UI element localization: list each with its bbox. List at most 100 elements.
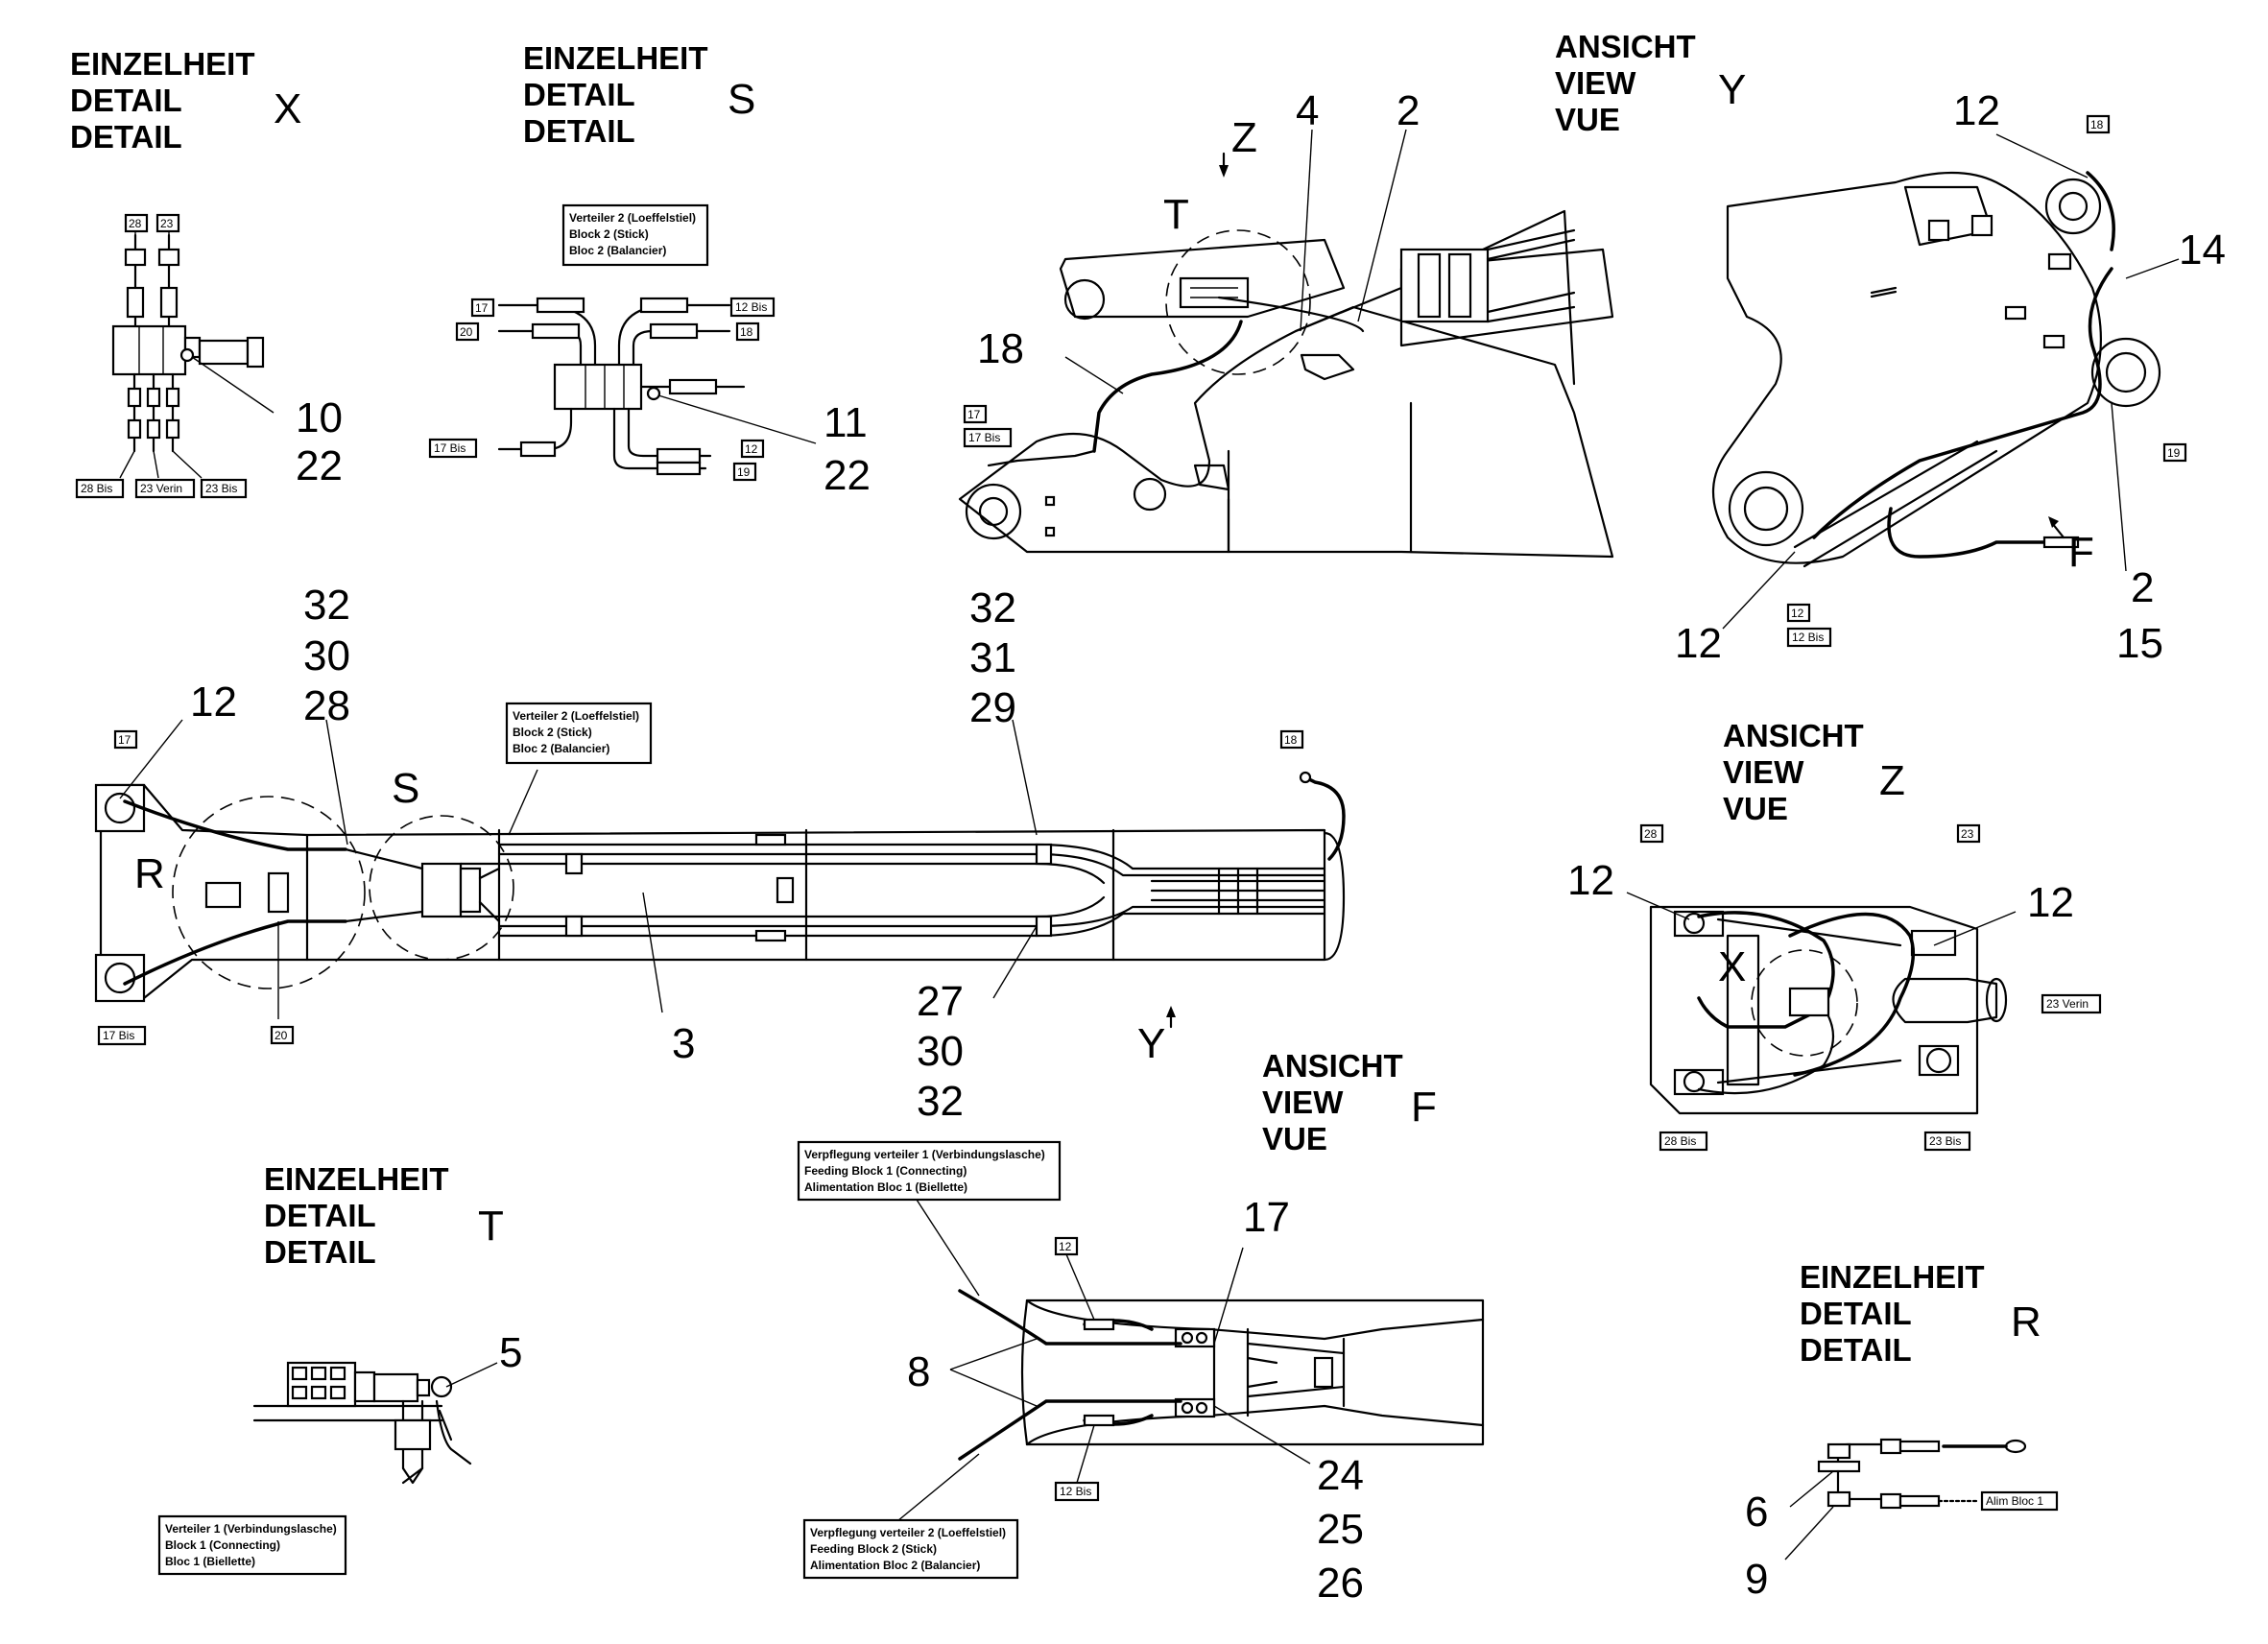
detail-t-title-3: DETAIL <box>264 1234 376 1270</box>
callout-s-11: 11 <box>824 399 868 446</box>
tag-m-17: 17 <box>113 729 138 750</box>
svg-text:Bloc 2 (Balancier): Bloc 2 (Balancier) <box>513 742 609 755</box>
tag-s-18: 18 <box>735 322 760 342</box>
tag-y-12: 12 <box>1786 603 1811 623</box>
marker-f-arrow: F <box>2068 529 2094 576</box>
callout-m-30a: 30 <box>303 632 350 679</box>
detail-r-letter: R <box>2011 1299 2041 1346</box>
detail-t-view: EINZELHEIT DETAIL DETAIL T 5 <box>157 1161 522 1576</box>
svg-text:12: 12 <box>1791 607 1804 620</box>
callout-f-26: 26 <box>1317 1560 1364 1607</box>
callout-y-14: 14 <box>2179 226 2226 274</box>
svg-text:Bloc 1 (Biellette): Bloc 1 (Biellette) <box>165 1555 255 1568</box>
tag-x-23verin: 23 Verin <box>134 478 196 499</box>
marker-y-arrow: Y <box>1137 1020 1165 1067</box>
svg-text:19: 19 <box>2167 446 2181 460</box>
svg-text:23: 23 <box>1961 827 1974 841</box>
svg-text:28 Bis: 28 Bis <box>81 482 112 495</box>
view-y-linkage <box>1712 171 2161 568</box>
svg-text:12 Bis: 12 Bis <box>1792 631 1824 644</box>
detail-s-title-1: EINZELHEIT <box>523 40 708 76</box>
detail-x-letter: X <box>274 85 301 132</box>
view-z: ANSICHT VIEW VUE Z X 12 12 <box>1567 718 2102 1152</box>
tag-y-19: 19 <box>2162 442 2187 463</box>
detail-x-title-1: EINZELHEIT <box>70 46 255 82</box>
callout-r-9: 9 <box>1745 1556 1768 1603</box>
tag-f-12: 12 <box>1054 1236 1079 1256</box>
svg-text:Verteiler 1 (Verbindungslasche: Verteiler 1 (Verbindungslasche) <box>165 1522 337 1536</box>
tag-z-23verin: 23 Verin <box>2041 993 2102 1014</box>
tag-s-12bis: 12 Bis <box>729 297 776 318</box>
svg-text:18: 18 <box>1284 733 1298 747</box>
tag-x-28bis: 28 Bis <box>75 478 125 499</box>
callout-m-29: 29 <box>969 684 1016 731</box>
note-t-block: Verteiler 1 (Verbindungslasche) Block 1 … <box>157 1514 347 1576</box>
detail-x-title-3: DETAIL <box>70 119 182 155</box>
detail-r-view: EINZELHEIT DETAIL DETAIL R 6 9 Alim Bloc… <box>1745 1259 2059 1603</box>
svg-text:17: 17 <box>118 733 131 747</box>
svg-text:23 Bis: 23 Bis <box>1929 1134 1961 1148</box>
svg-text:Bloc 2 (Balancier): Bloc 2 (Balancier) <box>569 244 666 257</box>
svg-text:20: 20 <box>275 1029 288 1042</box>
callout-top-18: 18 <box>977 325 1024 372</box>
detail-x-view: EINZELHEIT DETAIL DETAIL X <box>70 46 343 499</box>
callout-f-25: 25 <box>1317 1506 1364 1553</box>
callout-t-5: 5 <box>499 1329 522 1376</box>
view-f: ANSICHT VIEW VUE F Verpflegung verteiler… <box>797 1048 1485 1607</box>
callout-x-22: 22 <box>296 442 343 489</box>
view-z-letter: Z <box>1879 757 1905 804</box>
tag-z-28bis: 28 Bis <box>1659 1131 1708 1152</box>
detail-s-view: EINZELHEIT DETAIL DETAIL S Verteiler 2 (… <box>428 40 871 499</box>
svg-text:18: 18 <box>740 325 753 339</box>
view-f-title-1: ANSICHT <box>1262 1048 1403 1084</box>
svg-text:17 Bis: 17 Bis <box>968 431 1000 444</box>
svg-text:Verpflegung verteiler 2 (Loeff: Verpflegung verteiler 2 (Loeffelstiel) <box>810 1526 1006 1539</box>
detail-x-valve-block <box>111 230 275 479</box>
svg-text:23 Bis: 23 Bis <box>205 482 237 495</box>
view-y-letter: Y <box>1718 66 1746 113</box>
view-z-title-2: VIEW <box>1723 754 1804 790</box>
callout-m-32a: 32 <box>303 582 350 629</box>
svg-text:Verteiler 2 (Loeffelstiel): Verteiler 2 (Loeffelstiel) <box>513 709 639 723</box>
detail-s-title-2: DETAIL <box>523 77 635 112</box>
svg-text:23 Verin: 23 Verin <box>140 482 182 495</box>
svg-text:23 Verin: 23 Verin <box>2046 997 2089 1011</box>
view-f-title-2: VIEW <box>1262 1084 1344 1120</box>
tag-y-12bis: 12 Bis <box>1786 627 1832 648</box>
svg-text:17: 17 <box>967 408 981 421</box>
tag-top-17bis: 17 Bis <box>963 427 1013 448</box>
callout-f-8: 8 <box>907 1348 930 1395</box>
callout-y-15: 15 <box>2116 620 2163 667</box>
svg-text:Block 2 (Stick): Block 2 (Stick) <box>513 726 592 739</box>
view-z-body <box>1649 905 2008 1115</box>
callout-y-12b: 12 <box>1675 620 1722 667</box>
svg-text:18: 18 <box>2090 118 2104 131</box>
callout-m-30b: 30 <box>917 1028 964 1075</box>
callout-m-32b: 32 <box>969 584 1016 631</box>
svg-text:17 Bis: 17 Bis <box>103 1029 134 1042</box>
callout-m-12: 12 <box>190 679 237 726</box>
svg-text:20: 20 <box>460 325 473 339</box>
view-z-title-3: VUE <box>1723 791 1788 826</box>
tag-s-20: 20 <box>455 322 480 342</box>
view-y-title-3: VUE <box>1555 102 1620 137</box>
tag-x-28: 28 <box>124 213 149 233</box>
callout-m-32c: 32 <box>917 1078 964 1125</box>
callout-z-12a: 12 <box>1567 857 1614 904</box>
svg-text:Block 2 (Stick): Block 2 (Stick) <box>569 227 649 241</box>
detail-r-fittings <box>1784 1438 2027 1561</box>
callout-y-2: 2 <box>2131 564 2154 611</box>
callout-top-2: 2 <box>1397 87 1420 134</box>
detail-s-letter: S <box>728 76 755 123</box>
detail-x-title-2: DETAIL <box>70 83 182 118</box>
callout-r-6: 6 <box>1745 1489 1768 1536</box>
tag-f-12bis: 12 Bis <box>1054 1481 1100 1502</box>
svg-text:Feeding Block 1 (Connecting): Feeding Block 1 (Connecting) <box>804 1164 967 1178</box>
callout-m-3: 3 <box>672 1020 695 1067</box>
svg-text:28: 28 <box>1644 827 1658 841</box>
note-f-feed2: Verpflegung verteiler 2 (Loeffelstiel) F… <box>802 1518 1019 1580</box>
callout-z-12b: 12 <box>2027 879 2074 926</box>
svg-text:28: 28 <box>129 217 142 230</box>
svg-text:12: 12 <box>1059 1240 1072 1253</box>
